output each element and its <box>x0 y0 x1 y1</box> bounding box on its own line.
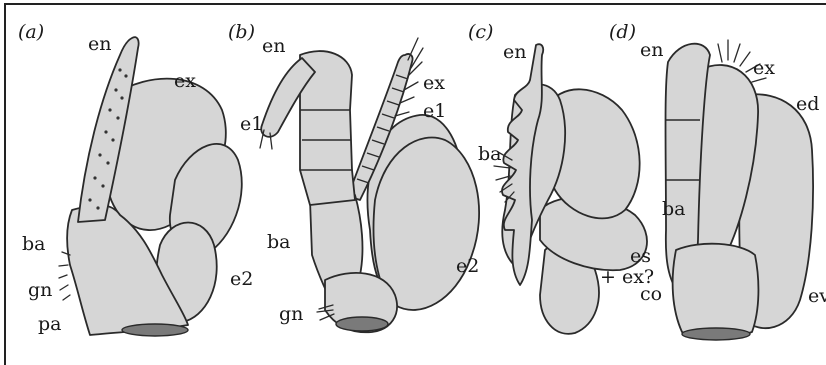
panel-a-coxa <box>122 324 188 336</box>
panel-c-label-es: es <box>630 245 651 267</box>
panel-b-label-gn: gn <box>279 303 303 325</box>
panel-b-tag: (b) <box>228 21 255 43</box>
panel-b-label-e1: e1 <box>423 100 446 122</box>
panel-b-label-e2: e2 <box>456 255 479 277</box>
panel-a-label-en: en <box>88 33 111 55</box>
panel-a-label-gn: gn <box>28 279 52 301</box>
panel-d-label-co: co <box>640 283 662 305</box>
panel-c-tag: (c) <box>468 21 493 43</box>
panel-b-coxa <box>336 317 388 331</box>
panel-a-label-ba: ba <box>22 233 46 255</box>
panel-a-label-ex: ex <box>174 70 196 92</box>
panel-d-label-en: en <box>640 39 663 61</box>
panel-d-basis <box>673 244 759 338</box>
panel-a-label-e2: e2 <box>230 268 253 290</box>
panel-b-label-en: en <box>262 35 285 57</box>
panel-d-label-ev: ev <box>808 285 826 307</box>
panel-d-tag: (d) <box>609 21 636 43</box>
panel-d-coxa <box>682 328 750 340</box>
panel-d-label-ed: ed <box>796 93 819 115</box>
panel-a-label-e1: e1 <box>240 113 263 135</box>
panel-d-label-ba: ba <box>662 198 686 220</box>
panel-b-label-ba: ba <box>267 231 291 253</box>
panel-b-label-ex: ex <box>423 72 445 94</box>
panel-a-label-pa: pa <box>38 313 62 335</box>
panel-c-label-en: en <box>503 41 526 63</box>
panel-a-tag: (a) <box>18 21 44 43</box>
panel-d-label-ex: ex <box>753 57 775 79</box>
panel-c-label-ba: ba <box>478 143 502 165</box>
